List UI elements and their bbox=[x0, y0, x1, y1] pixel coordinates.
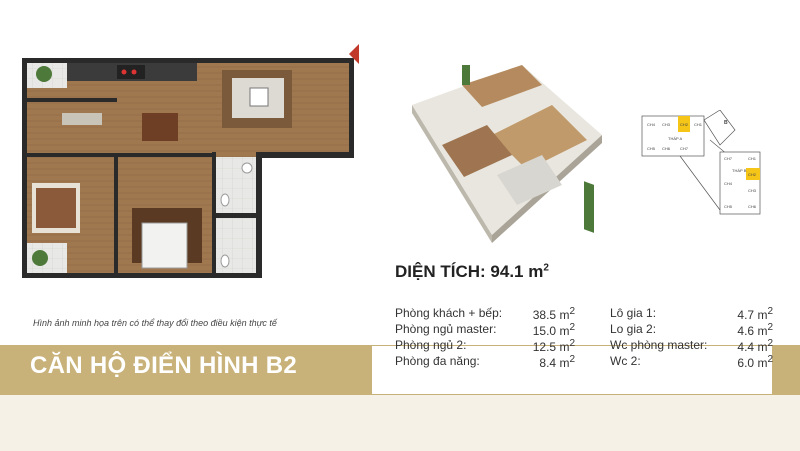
unit-label: CH4 bbox=[724, 181, 733, 186]
unit-label: CH6 bbox=[748, 204, 757, 209]
room-name: Wc phòng master: bbox=[610, 338, 708, 352]
room-area: 4.4 m2 bbox=[737, 338, 773, 354]
room-name: Wc 2: bbox=[610, 354, 641, 368]
unit-label: CH6 bbox=[662, 146, 671, 151]
room-area: 12.5 m2 bbox=[532, 338, 575, 354]
apartment-3d-render bbox=[412, 65, 602, 243]
room-area: 15.0 m2 bbox=[532, 322, 575, 338]
room-area: 38.5 m2 bbox=[532, 306, 575, 322]
room-area: 6.0 m2 bbox=[737, 354, 773, 370]
page-title: CĂN HỘ ĐIỂN HÌNH B2 bbox=[30, 352, 298, 379]
unit-label: CH2 bbox=[748, 172, 757, 177]
unit-label: CH1 bbox=[694, 122, 703, 127]
unit-label: CH3 bbox=[662, 122, 671, 127]
floor-plan bbox=[22, 58, 354, 278]
unit-label: CH5 bbox=[647, 146, 656, 151]
area-heading: DIỆN TÍCH: 94.1 m2 bbox=[395, 262, 549, 282]
area-value: 94.1 m bbox=[490, 262, 544, 281]
key-plan: CH4 CH3 CH2 CH1 CH5 CH6 CH7 THÁP A B CH1… bbox=[641, 110, 761, 215]
disclaimer-caption: Hình ảnh minh họa trên có thể thay đổi t… bbox=[33, 318, 277, 328]
room-name: Lô gia 1: bbox=[610, 306, 657, 320]
unit-label: CH5 bbox=[724, 204, 733, 209]
room-name: Phòng ngủ master: bbox=[395, 322, 497, 336]
room-name: Phòng khách + bếp: bbox=[395, 306, 503, 320]
area-unit-sup: 2 bbox=[543, 262, 549, 274]
area-table-panel bbox=[372, 346, 772, 394]
room-name: Phòng ngủ 2: bbox=[395, 338, 467, 352]
unit-label: CH2 bbox=[680, 122, 689, 127]
unit-label: CH4 bbox=[647, 122, 656, 127]
unit-label: CH3 bbox=[748, 188, 757, 193]
area-label: DIỆN TÍCH: bbox=[395, 262, 486, 281]
unit-label: CH7 bbox=[724, 156, 733, 161]
marker-arrow bbox=[349, 44, 359, 64]
room-area: 8.4 m2 bbox=[539, 354, 575, 370]
room-area: 4.6 m2 bbox=[737, 322, 773, 338]
room-area: 4.7 m2 bbox=[737, 306, 773, 322]
unit-label: CH7 bbox=[680, 146, 689, 151]
direction-label: B bbox=[724, 120, 728, 126]
bottom-strip bbox=[0, 395, 800, 451]
tower-a-label: THÁP A bbox=[668, 136, 682, 141]
unit-label: CH1 bbox=[748, 156, 757, 161]
room-name: Phòng đa năng: bbox=[395, 354, 480, 368]
room-name: Lo gia 2: bbox=[610, 322, 657, 336]
tower-b-label: THÁP B bbox=[732, 168, 747, 173]
